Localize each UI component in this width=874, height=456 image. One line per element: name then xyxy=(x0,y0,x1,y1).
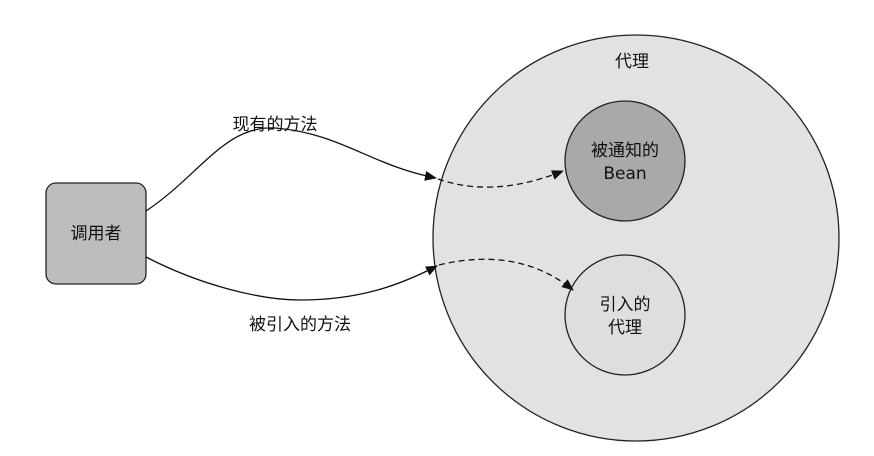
existing-methods-label: 现有的方法 xyxy=(233,115,318,135)
proxy-title: 代理 xyxy=(615,52,649,72)
advised-bean-label-line2: Bean xyxy=(603,164,646,184)
introduced-method-arrow xyxy=(145,256,438,301)
caller-box xyxy=(45,182,147,285)
introduction-proxy-circle xyxy=(564,254,686,376)
existing-method-dashed-arrow xyxy=(437,170,564,188)
proxy-circle xyxy=(432,34,840,442)
introduction-proxy-label-line2: 代理 xyxy=(608,318,642,338)
advised-bean-label-line1: 被通知的 xyxy=(591,141,659,161)
existing-method-arrow xyxy=(145,127,437,212)
introduction-proxy-label-line1: 引入的 xyxy=(600,295,651,315)
advised-bean-circle xyxy=(564,100,686,222)
introduced-method-dashed-arrow xyxy=(438,258,574,291)
introduced-methods-label: 被引入的方法 xyxy=(249,315,351,335)
caller-label: 调用者 xyxy=(71,224,122,244)
